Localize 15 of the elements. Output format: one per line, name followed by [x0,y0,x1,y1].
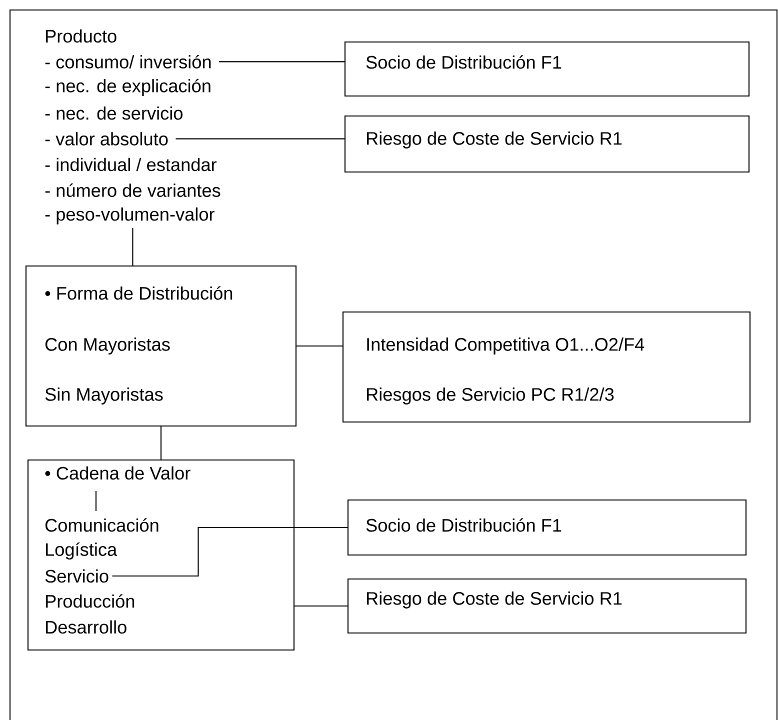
text-box: • Cadena de Valor Comunicación Logística Servicio Producción Desarrollo [27,459,295,651]
text-box: Riesgo de Coste de Servicio R1 [344,115,750,173]
connector-line [219,61,344,62]
product-list: Producto - consumo/ inversión - nec. de explicación - nec. de servicio - valor absoluto - individual / estandar - número de variantes - peso-volumen-valor [45,29,220,224]
text-box: Riesgo de Coste de Servicio R1 [347,578,747,634]
connector-line [160,426,162,460]
connector-line [132,228,134,266]
connector-line [176,138,344,140]
text-box: Intensidad Competitiva O1...O2/F4 Riesgos de Servicio PC R1/2/3 [342,311,751,423]
connector-line [296,345,342,347]
text-box: Socio de Distribución F1 [347,499,747,556]
text-box: Socio de Distribución F1 [344,41,750,97]
text-box: • Forma de Distribución Con Mayoristas Sin Mayoristas [25,265,297,427]
connector-line [112,526,348,577]
connector-line [294,605,348,607]
